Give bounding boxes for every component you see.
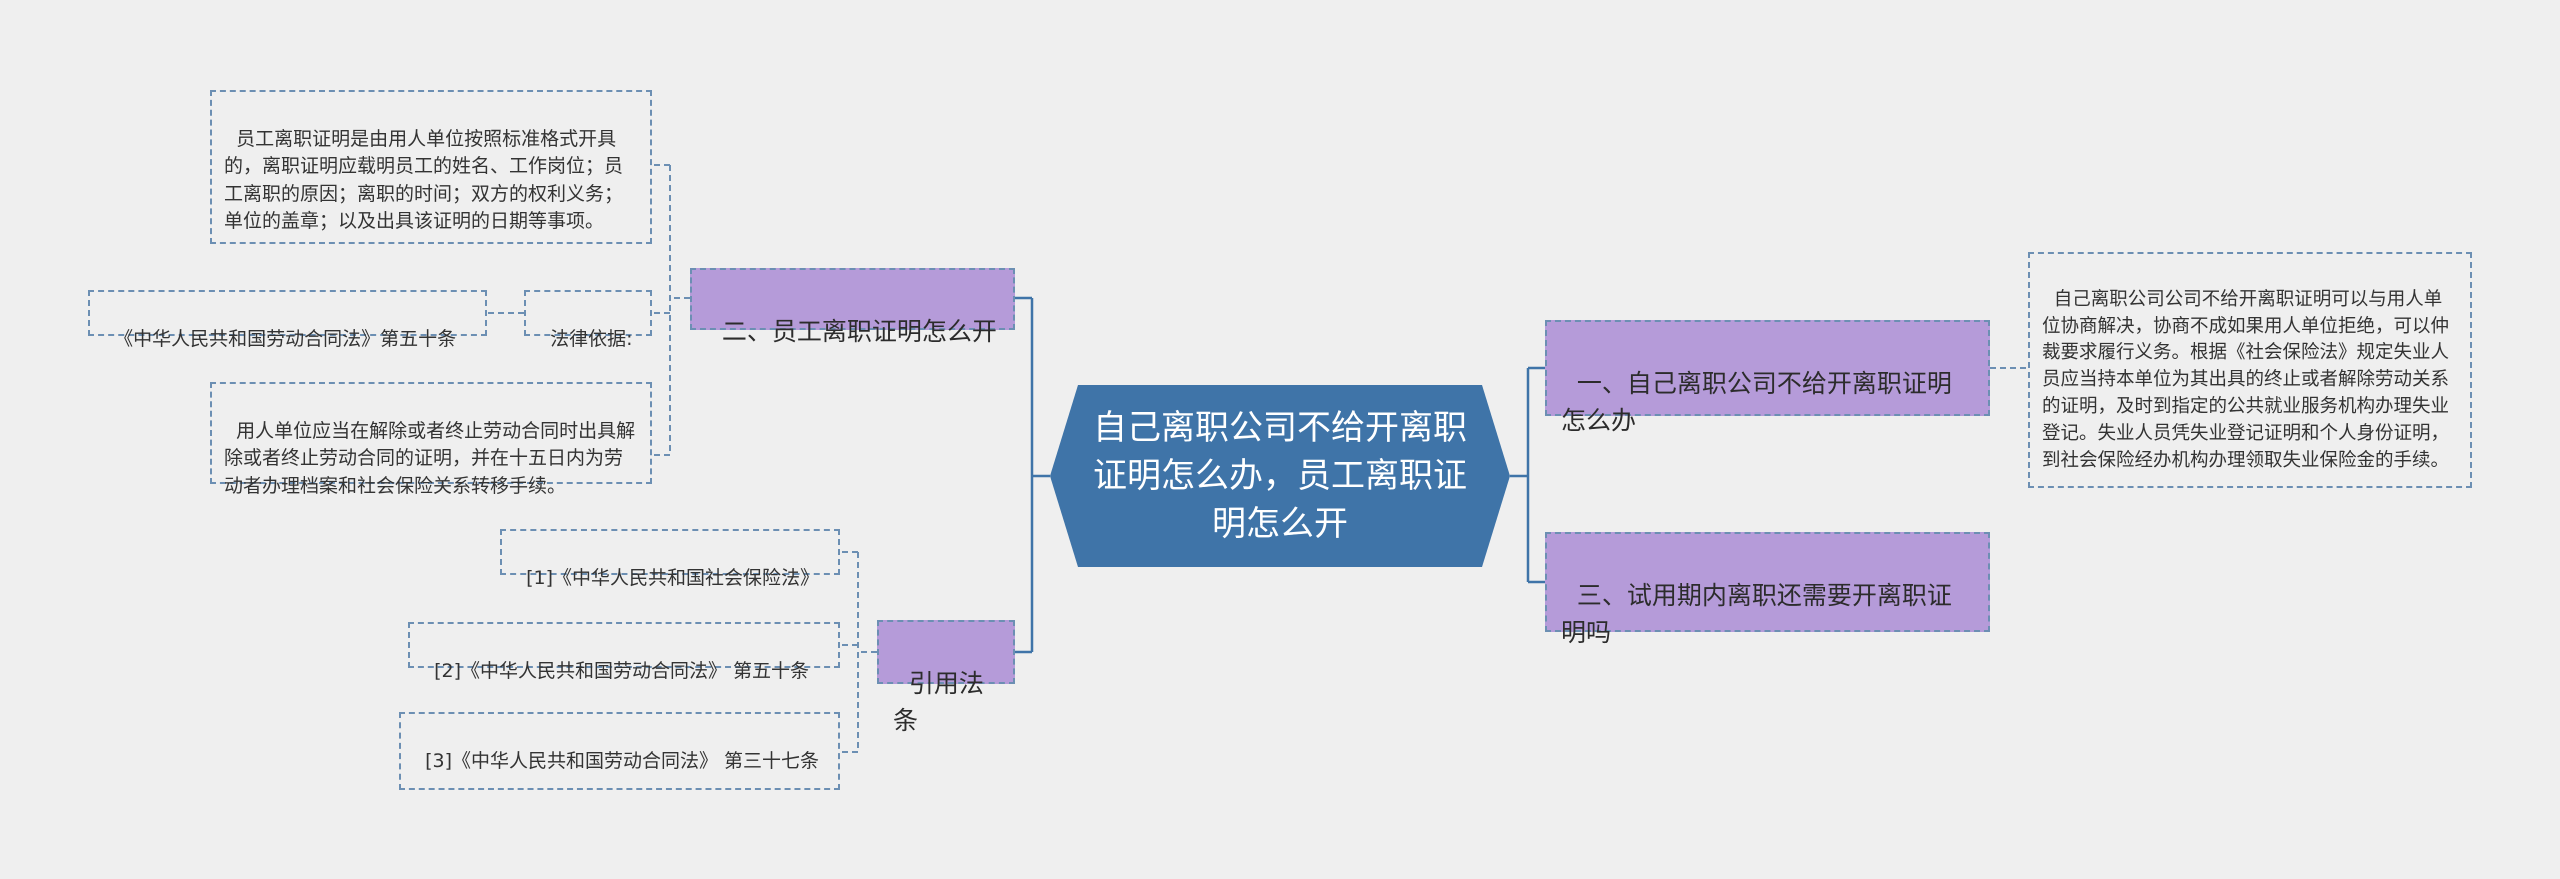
leaf-ref-2-text: [2]《中华人民共和国劳动合同法》 第五十条 (434, 659, 810, 682)
topic-probation[interactable]: 三、试用期内离职还需要开离职证明吗 (1545, 532, 1990, 647)
leaf-ref-1[interactable]: [1]《中华人民共和国社会保险法》 (500, 529, 840, 589)
leaf-ref-3[interactable]: [3]《中华人民共和国劳动合同法》 第三十七条 (399, 712, 840, 790)
leaf-legal-basis-label-text: 法律依据: (550, 327, 633, 350)
topic-how-to-issue[interactable]: 二、员工离职证明怎么开 (690, 268, 1015, 346)
central-topic[interactable]: 自己离职公司不给开离职证明怎么办，员工离职证明怎么开 (1050, 385, 1510, 567)
leaf-ref-3-text: [3]《中华人民共和国劳动合同法》 第三十七条 (425, 749, 820, 772)
leaf-no-certificate-detail-text: 自己离职公司公司不给开离职证明可以与用人单位协商解决，协商不成如果用人单位拒绝，… (2042, 288, 2450, 471)
leaf-employer-duty-text: 用人单位应当在解除或者终止劳动合同时出具解除或者终止劳动合同的证明，并在十五日内… (224, 419, 636, 497)
topic-probation-label: 三、试用期内离职还需要开离职证明吗 (1561, 581, 1952, 647)
topic-cited-laws-label: 引用法条 (893, 669, 984, 735)
leaf-no-certificate-detail[interactable]: 自己离职公司公司不给开离职证明可以与用人单位协商解决，协商不成如果用人单位拒绝，… (2028, 252, 2472, 488)
leaf-legal-basis-label[interactable]: 法律依据: (524, 290, 652, 350)
leaf-legal-basis-law-text: 《中华人民共和国劳动合同法》第五十条 (114, 327, 457, 350)
central-topic-label: 自己离职公司不给开离职证明怎么办，员工离职证明怎么开 (1093, 407, 1467, 545)
leaf-ref-2[interactable]: [2]《中华人民共和国劳动合同法》 第五十条 (408, 622, 840, 682)
leaf-legal-basis-law[interactable]: 《中华人民共和国劳动合同法》第五十条 (88, 290, 487, 350)
leaf-employer-duty[interactable]: 用人单位应当在解除或者终止劳动合同时出具解除或者终止劳动合同的证明，并在十五日内… (210, 382, 652, 497)
topic-no-certificate[interactable]: 一、自己离职公司不给开离职证明怎么办 (1545, 320, 1990, 435)
topic-cited-laws[interactable]: 引用法条 (877, 620, 1015, 735)
topic-no-certificate-label: 一、自己离职公司不给开离职证明怎么办 (1561, 369, 1952, 435)
leaf-ref-1-text: [1]《中华人民共和国社会保险法》 (526, 566, 820, 589)
leaf-certificate-content-text: 员工离职证明是由用人单位按照标准格式开具的，离职证明应载明员工的姓名、工作岗位；… (224, 127, 624, 233)
leaf-certificate-content[interactable]: 员工离职证明是由用人单位按照标准格式开具的，离职证明应载明员工的姓名、工作岗位；… (210, 90, 652, 244)
topic-how-to-issue-label: 二、员工离职证明怎么开 (721, 317, 997, 347)
